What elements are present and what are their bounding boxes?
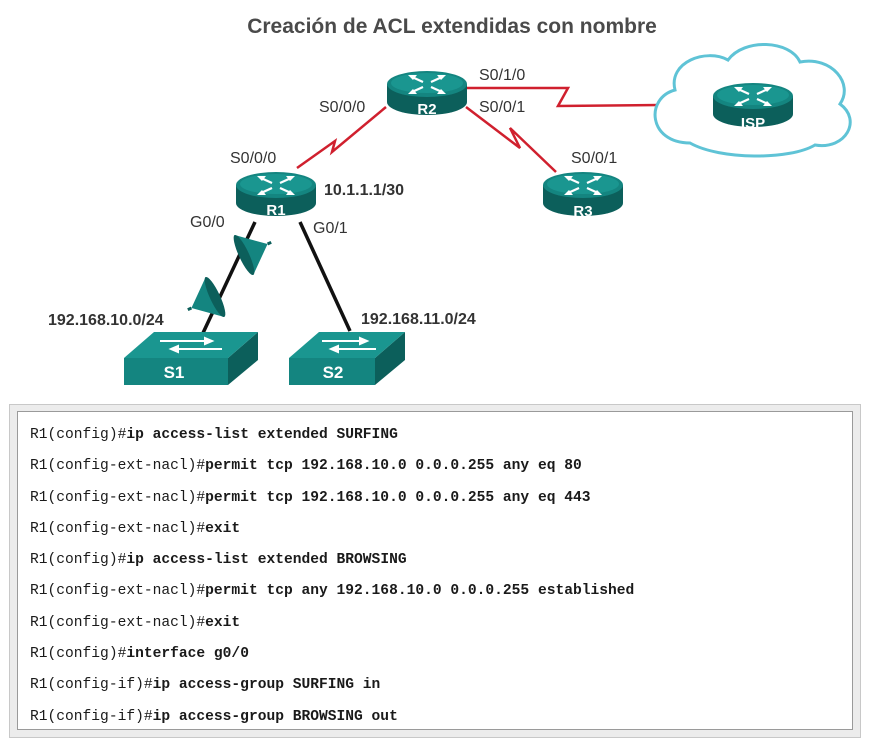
cli-prompt: R1(config-ext-nacl)# <box>30 520 206 537</box>
interface-label-r2-s000: S0/0/0 <box>319 99 365 116</box>
interface-label-r1-g00: G0/0 <box>190 214 225 231</box>
cli-prompt: R1(config-ext-nacl)# <box>30 583 206 600</box>
cli-line: R1(config-ext-nacl)#permit tcp any 192.1… <box>30 576 852 607</box>
interface-label-r2-s001: S0/0/1 <box>479 99 525 116</box>
device-label-r2: R2 <box>417 101 436 118</box>
acl-filter-icon <box>233 234 272 276</box>
cli-command: interface g0/0 <box>126 646 249 663</box>
r1-serial-ip-label: 10.1.1.1/30 <box>324 182 404 199</box>
serial-link-r2-isp <box>462 86 661 108</box>
cli-command: exit <box>205 520 241 537</box>
cli-line: R1(config-ext-nacl)#exit <box>30 608 852 639</box>
cli-command: ip access-list extended SURFING <box>126 427 398 443</box>
cli-command: ip access-group SURFING in <box>152 677 381 694</box>
device-label-s1: S1 <box>164 363 185 382</box>
cli-command: ip access-group BROWSING out <box>152 708 398 725</box>
device-label-isp: ISP <box>741 115 765 132</box>
network-topology-diagram: Creación de ACL extendidas con nombre R2… <box>48 15 852 385</box>
cli-line: R1(config)#ip access-list extended BROWS… <box>30 545 852 576</box>
lan-s1-network-label: 192.168.10.0/24 <box>48 312 164 329</box>
serial-link-r2-r3 <box>465 106 557 173</box>
interface-label-r2-s010: S0/1/0 <box>479 67 525 84</box>
cli-line: R1(config-if)#ip access-group BROWSING o… <box>30 702 852 733</box>
cli-prompt: R1(config)# <box>30 552 127 569</box>
acl-filter-icon <box>187 276 226 318</box>
cli-prompt: R1(config-ext-nacl)# <box>30 614 206 631</box>
device-label-s2: S2 <box>323 363 344 382</box>
cli-command: permit tcp 192.168.10.0 0.0.0.255 any eq… <box>205 489 591 506</box>
cli-command: permit tcp any 192.168.10.0 0.0.0.255 es… <box>205 583 635 600</box>
cli-console-panel: R1(config)#ip access-list extended SURFI… <box>9 404 861 738</box>
device-label-r1: R1 <box>266 202 285 219</box>
cli-prompt: R1(config)# <box>30 427 127 443</box>
device-label-r3: R3 <box>573 203 592 220</box>
serial-link-r1-r2 <box>296 106 387 170</box>
switch-s1-icon <box>124 332 258 385</box>
cli-line: R1(config)#interface g0/0 <box>30 639 852 670</box>
ethernet-link-r1-s2 <box>298 221 352 332</box>
cli-command: ip access-list extended BROWSING <box>126 552 407 569</box>
interface-label-r3-s001: S0/0/1 <box>571 150 617 167</box>
cli-prompt: R1(config)# <box>30 646 127 663</box>
diagram-title: Creación de ACL extendidas con nombre <box>247 15 657 38</box>
lan-s2-network-label: 192.168.11.0/24 <box>361 311 476 328</box>
cli-prompt: R1(config-ext-nacl)# <box>30 458 206 475</box>
interface-label-r1-s000: S0/0/0 <box>230 150 276 167</box>
cli-line: R1(config-ext-nacl)#permit tcp 192.168.1… <box>30 483 852 514</box>
interface-label-r1-g01: G0/1 <box>313 220 348 237</box>
cli-line: R1(config)#ip access-list extended SURFI… <box>30 420 852 451</box>
cli-line: R1(config-if)#ip access-group SURFING in <box>30 670 852 701</box>
cli-command: exit <box>205 614 241 631</box>
cli-line: R1(config-ext-nacl)#permit tcp 192.168.1… <box>30 451 852 482</box>
cli-line: R1(config-ext-nacl)#exit <box>30 514 852 545</box>
cli-prompt: R1(config-if)# <box>30 677 153 694</box>
cli-prompt: R1(config-ext-nacl)# <box>30 489 206 506</box>
cli-command: permit tcp 192.168.10.0 0.0.0.255 any eq… <box>205 458 582 475</box>
switch-s2-icon <box>289 332 405 385</box>
cli-prompt: R1(config-if)# <box>30 708 153 725</box>
cli-console-output: R1(config)#ip access-list extended SURFI… <box>17 411 853 730</box>
